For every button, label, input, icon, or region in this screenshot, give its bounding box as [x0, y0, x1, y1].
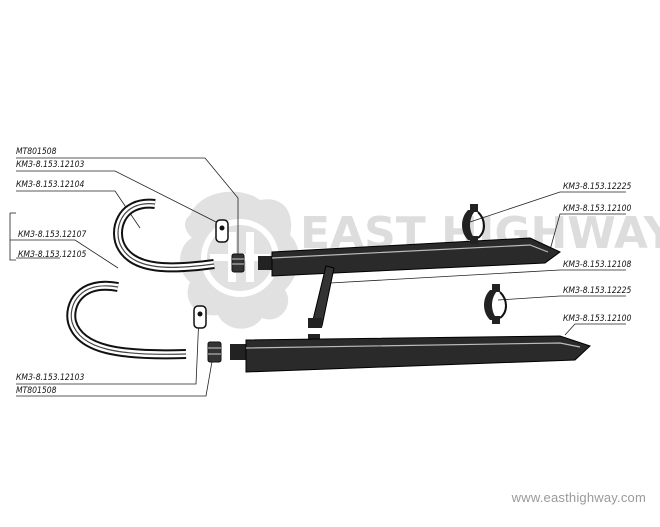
- label-mt-bottom: MT801508: [16, 386, 57, 396]
- exhaust-pipe-lower: [66, 280, 187, 360]
- nut-upper: [231, 253, 245, 273]
- muffler-lower: [230, 335, 591, 373]
- nut-lower: [207, 341, 222, 363]
- label-pipe-group: КМЗ-8.153.12105: [18, 250, 87, 260]
- label-muffler-lower: КМЗ-8.153.12100: [563, 314, 632, 324]
- label-pipe-lower: КМЗ-8.153.12107: [18, 230, 87, 240]
- bracket-upper: [215, 219, 229, 243]
- bracket-lower: [193, 305, 207, 329]
- leader-lines: [9, 157, 626, 397]
- adapter-pipe: [308, 265, 335, 342]
- label-adapter: КМЗ-8.153.12108: [563, 260, 632, 270]
- label-mt-top: MT801508: [16, 147, 57, 157]
- logo-watermark: EAST HIGHWAY: [180, 191, 660, 329]
- label-pipe-upper: КМЗ-8.153.12104: [16, 180, 85, 190]
- clamp-upper: [462, 204, 485, 244]
- clamp-lower: [484, 284, 507, 324]
- label-bracket-b: КМЗ-8.153.12103: [16, 373, 85, 383]
- label-muffler-upper: КМЗ-8.153.12100: [563, 204, 632, 214]
- muffler-upper: [258, 237, 561, 277]
- label-clamp-upper: КМЗ-8.153.12225: [563, 182, 632, 192]
- exhaust-pipe-upper: [113, 198, 215, 273]
- site-watermark: www.easthighway.com: [511, 490, 646, 505]
- label-bracket-a: КМЗ-8.153.12103: [16, 160, 85, 170]
- label-clamp-lower: КМЗ-8.153.12225: [563, 286, 632, 296]
